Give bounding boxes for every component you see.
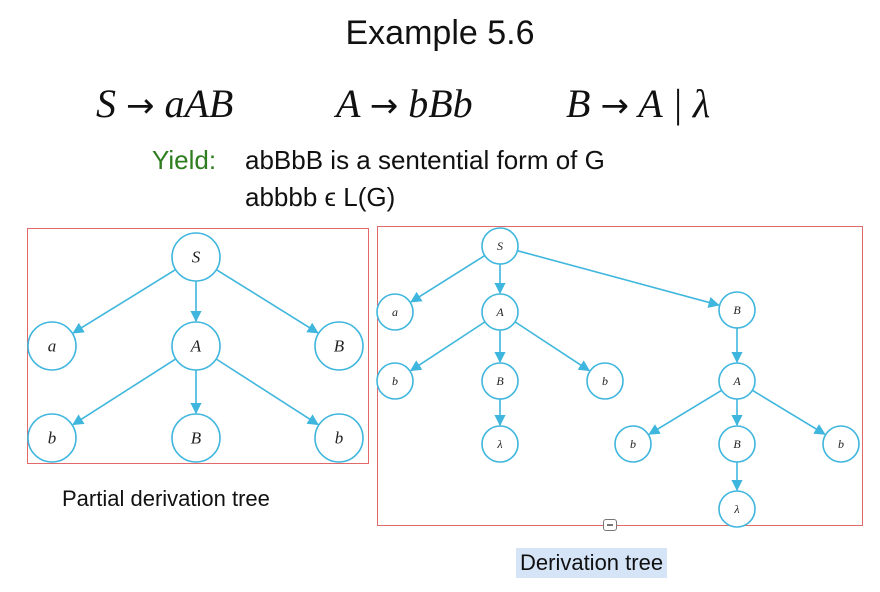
- node-label: B: [733, 437, 741, 451]
- edge-S-a: [72, 268, 177, 334]
- node-circle: [376, 293, 414, 331]
- edge-A2-b4: [751, 389, 826, 435]
- right-arrow-icon: →: [600, 86, 629, 126]
- node-label: b: [335, 429, 344, 448]
- node-L1: λ: [481, 425, 519, 463]
- rule-lhs: S: [96, 81, 116, 126]
- node-label: b: [838, 437, 844, 451]
- right-arrow-icon: →: [369, 86, 399, 126]
- node-label: S: [192, 248, 201, 267]
- production-rule-a: A → bBb: [336, 80, 473, 127]
- node-B3: B: [718, 425, 756, 463]
- node-S: S: [171, 232, 221, 282]
- node-A2: A: [718, 362, 756, 400]
- node-label: a: [48, 337, 57, 356]
- edge-S-B: [517, 249, 720, 308]
- node-label: a: [392, 305, 398, 319]
- node-circle: [718, 362, 756, 400]
- node-label: B: [733, 303, 741, 317]
- node-label: b: [392, 374, 398, 388]
- node-label: b: [48, 429, 57, 448]
- node-label: λ: [733, 502, 739, 516]
- production-rule-b: B → A | λ: [566, 80, 710, 127]
- node-circle: [314, 321, 364, 371]
- node-circle: [822, 425, 860, 463]
- yield-label: Yield:: [152, 145, 217, 175]
- node-a: a: [27, 321, 77, 371]
- node-circle: [314, 413, 364, 463]
- node-B2: B: [171, 413, 221, 463]
- rule-lhs: A: [336, 81, 360, 126]
- node-circle: [171, 413, 221, 463]
- rule-rhs: bBb: [408, 81, 473, 126]
- partial-tree-caption: Partial derivation tree: [62, 486, 270, 511]
- node-circle: [27, 413, 77, 463]
- node-circle: [481, 227, 519, 265]
- node-A: A: [481, 293, 519, 331]
- node-circle: [586, 362, 624, 400]
- node-A: A: [171, 321, 221, 371]
- node-B2: B: [481, 362, 519, 400]
- node-label: A: [190, 337, 202, 356]
- edge-A2-b3: [648, 389, 723, 435]
- node-circle: [481, 362, 519, 400]
- node-S: S: [481, 227, 519, 265]
- node-b4: b: [822, 425, 860, 463]
- right-arrow-icon: →: [126, 86, 155, 126]
- rule-rhs: A | λ: [638, 81, 711, 126]
- rule-lhs: B: [566, 81, 591, 126]
- edge-A-b1: [409, 321, 486, 372]
- node-b1: b: [27, 413, 77, 463]
- comment-icon[interactable]: [603, 519, 617, 531]
- derivation-tree-caption: Derivation tree: [516, 548, 668, 578]
- edge-A-b2: [215, 358, 319, 426]
- node-B: B: [718, 291, 756, 329]
- node-circle: [718, 291, 756, 329]
- edge-S-B1: [215, 269, 319, 334]
- production-rule-s: S → aAB: [96, 80, 233, 127]
- node-label: λ: [496, 437, 502, 451]
- node-label: A: [732, 374, 741, 388]
- edge-A-b2: [514, 321, 591, 372]
- node-b1: b: [376, 362, 414, 400]
- node-label: b: [630, 437, 636, 451]
- yield-sentential-form: abBbB is a sentential form of G: [245, 145, 605, 175]
- node-circle: [171, 232, 221, 282]
- node-a: a: [376, 293, 414, 331]
- node-b2: b: [586, 362, 624, 400]
- slide-title: Example 5.6: [345, 14, 535, 52]
- node-circle: [171, 321, 221, 371]
- node-circle: [718, 490, 756, 528]
- node-circle: [481, 425, 519, 463]
- node-circle: [376, 362, 414, 400]
- node-label: B: [191, 429, 202, 448]
- node-circle: [614, 425, 652, 463]
- node-label: A: [495, 305, 504, 319]
- node-b3: b: [614, 425, 652, 463]
- edge-A-b1: [72, 358, 177, 426]
- node-label: B: [334, 337, 345, 356]
- yield-language-member: abbbb ϵ L(G): [245, 182, 396, 212]
- rule-rhs: aAB: [164, 81, 234, 126]
- node-circle: [27, 321, 77, 371]
- node-label: B: [496, 374, 504, 388]
- node-b2: b: [314, 413, 364, 463]
- node-B1: B: [314, 321, 364, 371]
- node-circle: [718, 425, 756, 463]
- node-circle: [481, 293, 519, 331]
- node-L2: λ: [718, 490, 756, 528]
- node-label: S: [497, 239, 503, 253]
- node-label: b: [602, 374, 608, 388]
- edge-S-a: [410, 254, 486, 303]
